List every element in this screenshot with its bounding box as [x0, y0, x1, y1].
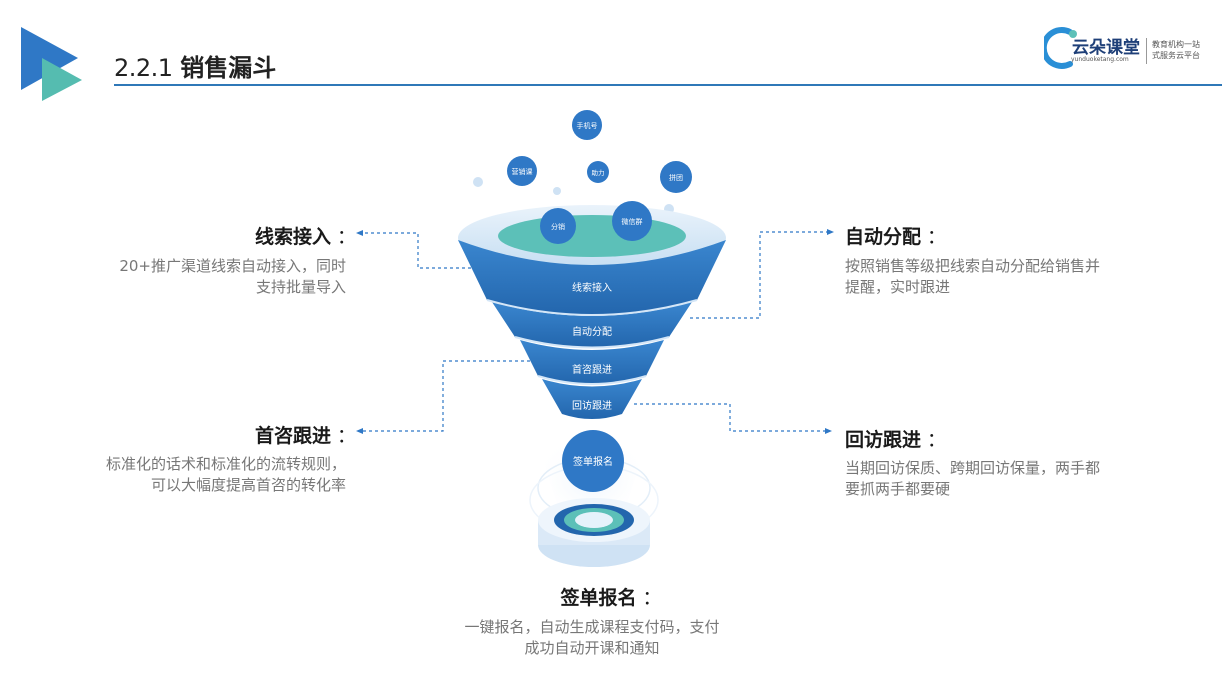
logo-name: 云朵课堂: [1072, 38, 1140, 58]
logo-url: yunduoketang.com: [1071, 56, 1129, 63]
svg-text:微信群: 微信群: [622, 217, 643, 226]
svg-text:签单报名: 签单报名: [573, 455, 613, 468]
tag-bubble: 微信群: [612, 201, 652, 241]
svg-text:助力: 助力: [592, 168, 605, 177]
platform-ring-inner: [575, 512, 613, 528]
funnel-layer-2: [492, 302, 692, 348]
tag-bubble: 拼团: [660, 161, 692, 193]
decor-dot: [473, 177, 483, 187]
section-number: 2.2.1: [114, 54, 173, 82]
logo-tagline: 教育机构一站 式服务云平台: [1152, 39, 1216, 61]
header-divider: [114, 84, 1222, 86]
connector-auto: [690, 229, 834, 319]
auto-assign-section-title: 自动分配：: [845, 226, 947, 248]
lead-section-desc: 20+推广渠道线索自动接入，同时 支持批量导入: [119, 257, 346, 296]
revisit-section-desc: 当期回访保质、跨期回访保量，两手都 要抓两手都要硬: [845, 459, 1101, 498]
svg-text:手机号: 手机号: [577, 121, 598, 130]
logo-tagline-line1: 教育机构一站: [1152, 40, 1200, 49]
first-consult-section-title: 首咨跟进：: [254, 425, 356, 447]
svg-text:营销课: 营销课: [512, 167, 533, 176]
svg-text:分销: 分销: [551, 222, 565, 231]
page-title: 2.2.1 销售漏斗: [114, 48, 276, 83]
decor-dot: [553, 187, 561, 195]
cloud-logo-icon: [1044, 27, 1077, 69]
funnel-top-inner: [498, 215, 686, 257]
auto-assign-section-desc: 按照销售等级把线索自动分配给销售并 提醒，实时跟进: [845, 257, 1101, 296]
connector-lead: [356, 230, 495, 269]
tag-bubble: 营销课: [507, 156, 537, 186]
lead-section-title: 线索接入：: [254, 226, 356, 248]
logo-tagline-line2: 式服务云平台: [1152, 51, 1200, 60]
funnel-layer-label: 自动分配: [572, 325, 612, 338]
tag-bubble: 助力: [587, 161, 609, 183]
connector-revisit: [634, 403, 832, 434]
sign-up-node: 签单报名: [562, 430, 624, 492]
tag-bubble: 手机号: [572, 110, 602, 140]
funnel-layer-label: 回访跟进: [572, 400, 612, 412]
corner-arrow-logo: [21, 27, 82, 101]
sign-up-section-desc: 一键报名，自动生成课程支付码，支付 成功自动开课和通知: [464, 618, 720, 657]
svg-text:拼团: 拼团: [669, 173, 683, 182]
funnel-layer-label: 首咨跟进: [572, 363, 612, 376]
first-consult-section-desc: 标准化的话术和标准化的流转规则， 可以大幅度提高首咨的转化率: [105, 455, 346, 494]
tag-bubble: 分销: [540, 208, 576, 244]
funnel-layer-3: [520, 340, 664, 384]
funnel-layer-4: [542, 379, 642, 419]
logo-divider: [1146, 38, 1147, 64]
funnel-layer-1: [458, 240, 726, 315]
sign-up-section-title: 签单报名：: [560, 587, 662, 609]
connector-first: [356, 360, 530, 434]
funnel-layer-label: 线索接入: [572, 281, 612, 294]
section-title-text: 销售漏斗: [180, 54, 277, 82]
revisit-section-title: 回访跟进：: [845, 429, 947, 451]
